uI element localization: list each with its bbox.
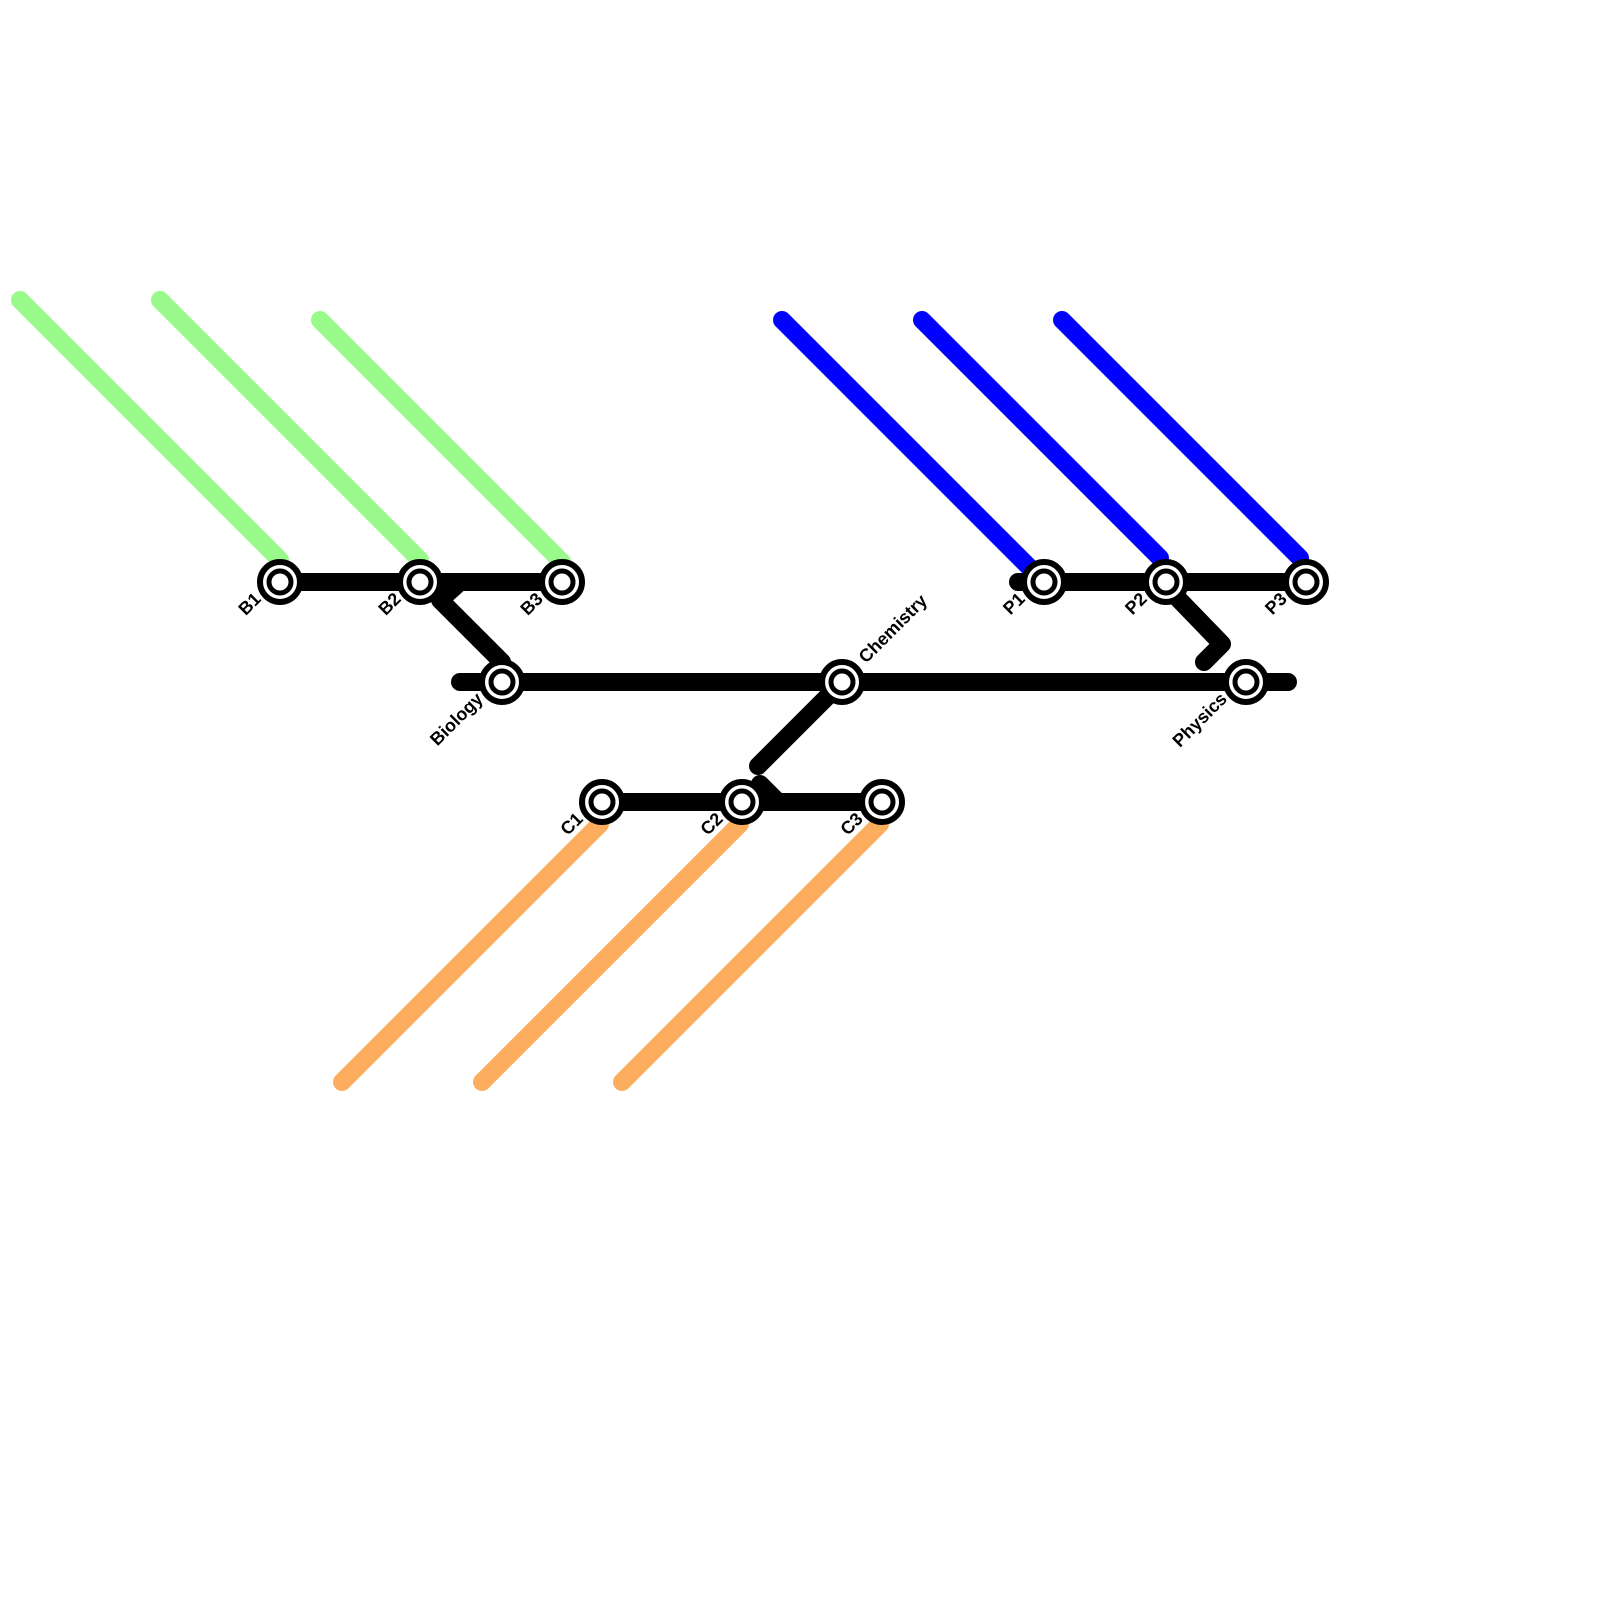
green-line-b2 — [151, 291, 429, 569]
station-c2[interactable] — [719, 779, 765, 825]
station-inner-ring — [728, 788, 756, 816]
chemistry-branch-lines — [333, 815, 889, 1091]
station-center — [877, 797, 887, 807]
station-inner-ring — [588, 788, 616, 816]
station-center — [597, 797, 607, 807]
station-b2[interactable] — [397, 559, 443, 605]
biology-branch-lines — [11, 291, 571, 571]
station-biology[interactable] — [479, 659, 525, 705]
station-center — [1161, 577, 1171, 587]
station-p1[interactable] — [1021, 559, 1067, 605]
station-center — [275, 577, 285, 587]
green-line-b3 — [311, 311, 571, 571]
blue-line-p1 — [773, 311, 1039, 577]
station-center — [415, 577, 425, 587]
chemistry-bar-stub — [751, 775, 785, 809]
orange-line-c2 — [473, 815, 749, 1091]
station-c3[interactable] — [859, 779, 905, 825]
physics-connector — [1153, 573, 1231, 671]
station-inner-ring — [1292, 568, 1320, 596]
station-chemistry[interactable] — [819, 659, 865, 705]
blue-line-p2 — [913, 311, 1169, 567]
station-inner-ring — [548, 568, 576, 596]
physics-branch-lines — [773, 311, 1309, 577]
blue-line-p3 — [1053, 311, 1309, 567]
station-b1[interactable] — [257, 559, 303, 605]
biology-connector — [431, 573, 511, 671]
station-inner-ring — [868, 788, 896, 816]
station-center — [1039, 577, 1049, 587]
station-p2[interactable] — [1143, 559, 1189, 605]
station-center — [837, 677, 847, 687]
station-inner-ring — [406, 568, 434, 596]
station-inner-ring — [488, 668, 516, 696]
green-line-b1 — [11, 291, 289, 569]
station-center — [557, 577, 567, 587]
station-center — [497, 677, 507, 687]
station-p3[interactable] — [1283, 559, 1329, 605]
station-physics[interactable] — [1223, 659, 1269, 705]
station-inner-ring — [1152, 568, 1180, 596]
station-inner-ring — [1030, 568, 1058, 596]
station-b3[interactable] — [539, 559, 585, 605]
orange-line-c1 — [333, 815, 609, 1091]
station-inner-ring — [266, 568, 294, 596]
station-c1[interactable] — [579, 779, 625, 825]
station-center — [1241, 677, 1251, 687]
station-center — [737, 797, 747, 807]
station-inner-ring — [828, 668, 856, 696]
orange-line-c3 — [613, 815, 889, 1091]
station-inner-ring — [1232, 668, 1260, 696]
station-center — [1301, 577, 1311, 587]
